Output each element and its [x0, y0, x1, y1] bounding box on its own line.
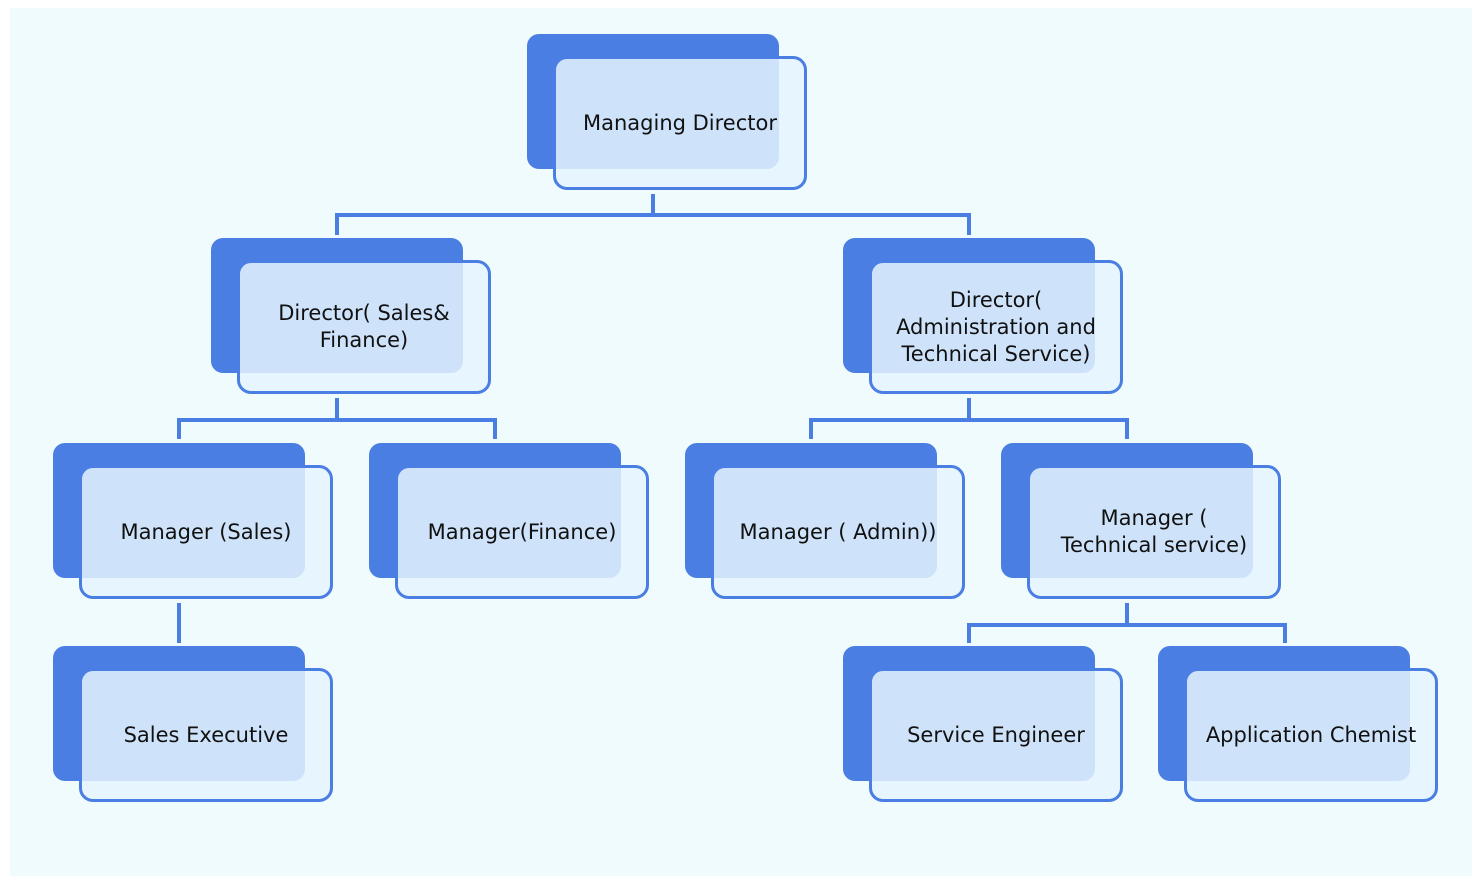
node-label: Director( Administration and Technical S…	[896, 287, 1096, 366]
node-box: Service Engineer	[869, 668, 1123, 802]
node-box: Sales Executive	[79, 668, 333, 802]
node-box: Director( Administration and Technical S…	[869, 260, 1123, 394]
node-box: Application Chemist	[1184, 668, 1438, 802]
node-box: Manager(Finance)	[395, 465, 649, 599]
node-label: Manager ( Technical service)	[1060, 506, 1248, 557]
node-label: Director( Sales& Finance)	[278, 301, 450, 352]
node-label: Application Chemist	[1205, 722, 1417, 747]
node-box: Manager ( Admin))	[711, 465, 965, 599]
node-label: Service Engineer	[907, 722, 1085, 747]
node-label: Sales Executive	[123, 722, 289, 747]
node-box: Manager ( Technical service)	[1027, 465, 1281, 599]
connector-md-to-directors	[335, 194, 971, 235]
node-box: Director( Sales& Finance)	[237, 260, 491, 394]
node-label: Manager (Sales)	[120, 519, 292, 544]
node-box: Managing Director	[553, 56, 807, 190]
node-label: Manager(Finance)	[427, 519, 617, 544]
connector-dsf-to-managers	[177, 398, 497, 439]
node-label: Manager ( Admin))	[739, 519, 937, 544]
node-box: Manager (Sales)	[79, 465, 333, 599]
node-label: Managing Director	[582, 110, 777, 135]
connector-dat-to-managers	[809, 398, 1129, 439]
connector-mt-to-staff	[967, 603, 1287, 643]
